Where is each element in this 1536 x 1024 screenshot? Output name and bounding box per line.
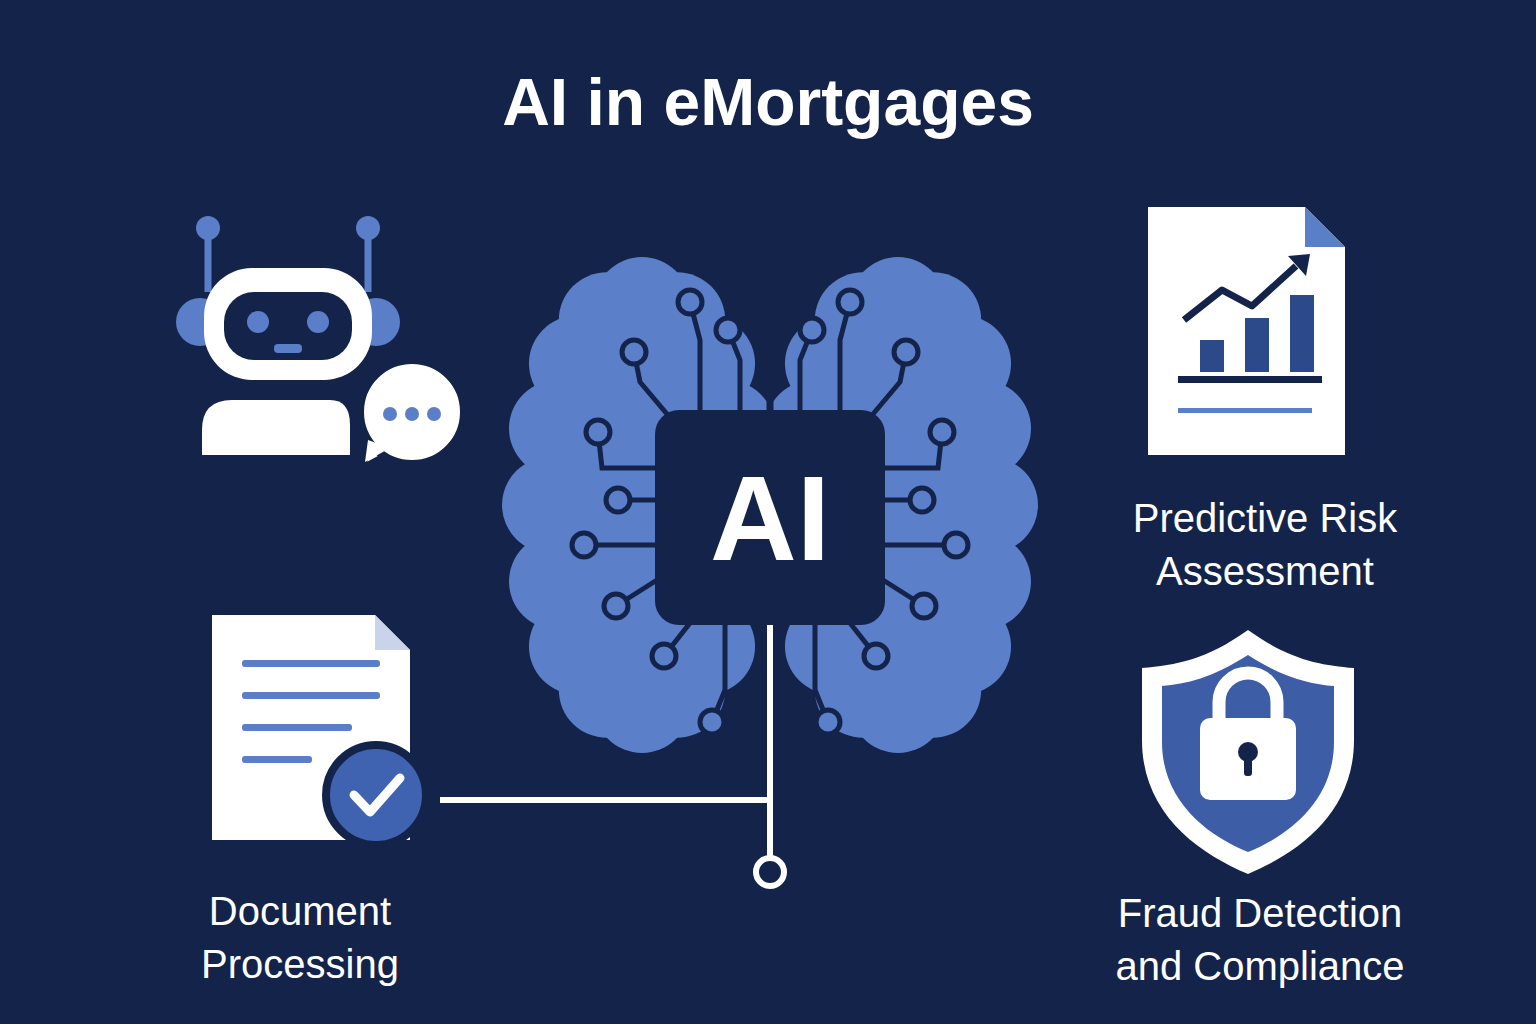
security-shield-icon [1142,630,1354,874]
document-page [212,615,410,840]
check-mark [354,778,400,812]
terminal-dot [756,858,784,886]
shield-face [1162,655,1334,852]
text-line [242,724,352,731]
connector-line [440,625,770,800]
robot-eye [307,311,329,333]
chart-bar [1200,340,1224,372]
circuit-node [622,340,646,364]
circuit-node [838,290,862,314]
circuit-node [930,420,954,444]
page-fold [375,615,410,650]
fraud-compliance-item: Fraud Detection and Compliance [1080,625,1440,993]
ai-chip [655,410,885,625]
circuit-trace [815,623,828,722]
item-label: Predictive Risk Assessment [1080,492,1450,598]
trend-line [1184,266,1296,320]
trend-arrowhead [1288,254,1310,276]
chart-bar [1245,318,1269,372]
bubble-dot [427,407,441,421]
circuit-node [700,710,724,734]
chart-bar [1290,295,1314,372]
diagram-title: AI in eMortgages [0,62,1536,142]
circuit-node [586,420,610,444]
antenna-tip [356,216,380,240]
keyhole-slot [1244,754,1252,776]
circuit-node [864,644,888,668]
circuit-trace [840,302,850,412]
robot-body [202,400,350,455]
robot-head [204,268,372,380]
check-badge [326,745,426,845]
robot-mouth [274,344,302,353]
circuit-node [816,710,840,734]
circuit-node [604,594,628,618]
document-icon [212,615,426,845]
circuit-node [678,290,702,314]
circuit-node [572,533,596,557]
bubble-dot [383,407,397,421]
circuit-node [894,340,918,364]
antenna [205,238,212,292]
circuit-node [912,594,936,618]
text-line [242,756,312,763]
text-line [242,692,380,699]
bubble-dot [405,407,419,421]
chatbot-robot-icon [176,216,464,468]
circuit-trace [712,623,725,722]
document-processing-item: Document Processing [160,605,440,991]
text-line [242,660,380,667]
bubble-tail-fill [365,440,390,462]
antenna [365,238,372,292]
item-label: Document Processing [160,885,440,991]
circuit-node [716,318,740,342]
lock-shackle [1219,673,1277,724]
risk-assessment-item: Predictive Risk Assessment [1080,200,1450,598]
circuit-node [944,533,968,557]
chart-report-icon [1148,207,1345,455]
chat-bubble [360,360,464,464]
ai-core-box: AI [655,410,885,625]
robot-eye [247,311,269,333]
antenna-tip [196,216,220,240]
stem-terminal [756,800,784,886]
chip-label: AI [710,453,830,583]
lock-body [1200,718,1296,800]
circuit-node [910,488,934,512]
circuit-node [800,318,824,342]
circuit-trace [690,302,700,412]
circuit-node [652,644,676,668]
stem-line [767,800,773,858]
robot-visor [224,292,352,360]
page-fold [1305,207,1345,247]
item-label: Fraud Detection and Compliance [1080,887,1440,993]
circuit-node [606,488,630,512]
chart-axis [1178,376,1322,383]
text-line [1178,408,1312,413]
shield-outline [1142,630,1354,874]
report-page [1148,207,1345,455]
